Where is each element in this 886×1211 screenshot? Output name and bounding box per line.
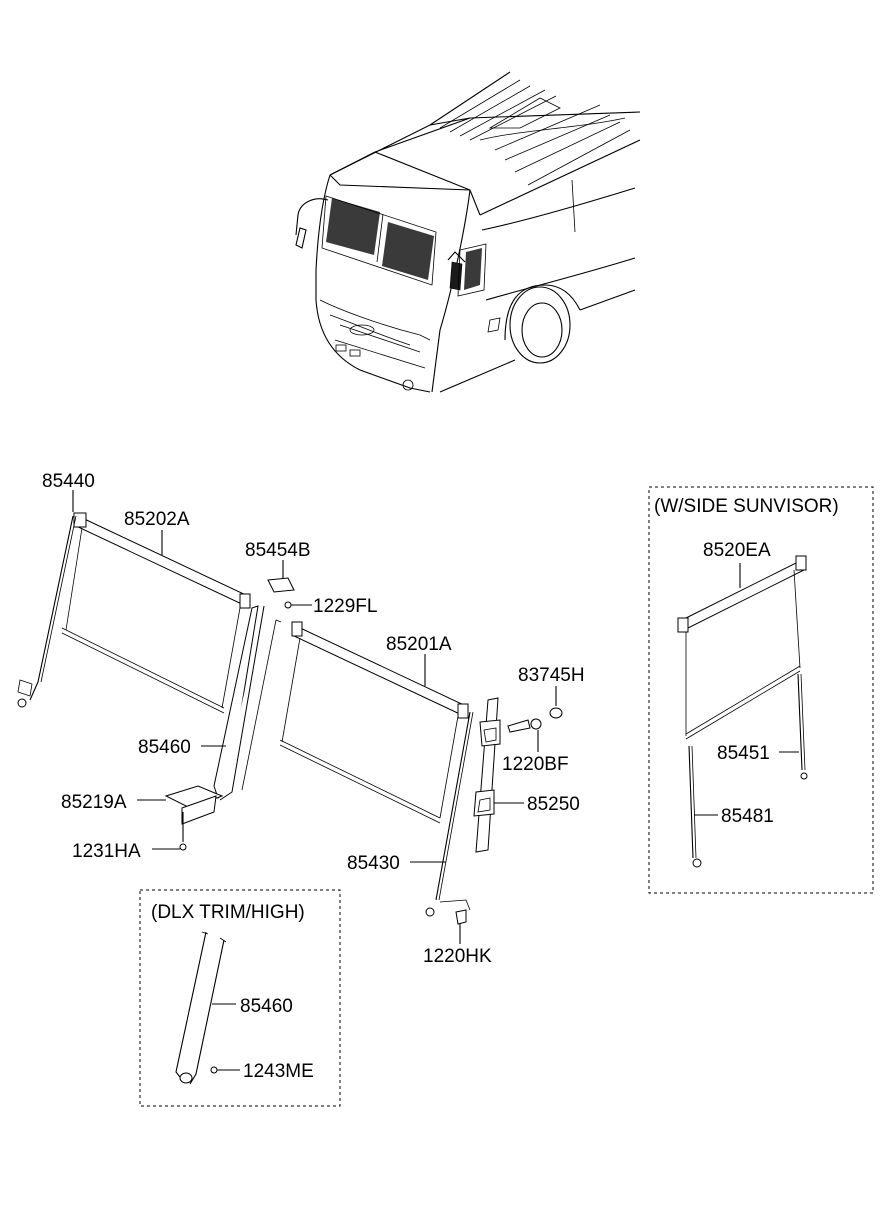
label-85219A: 85219A (61, 792, 127, 813)
label-1229FL: 1229FL (313, 596, 377, 617)
sunscreen-left-assembly (17, 490, 251, 714)
label-85202A: 85202A (124, 509, 190, 530)
label-1220BF: 1220BF (502, 754, 569, 775)
dlx-trim-assembly (175, 931, 240, 1085)
bracket-85219A (137, 785, 224, 851)
label-85250: 85250 (527, 794, 580, 815)
label-83745H: 83745H (518, 665, 585, 686)
label-8520EA: 8520EA (703, 540, 771, 561)
dlx-trim-title: (DLX TRIM/HIGH) (151, 902, 305, 923)
label-1243ME: 1243ME (243, 1061, 314, 1082)
side-sunvisor-box (648, 486, 874, 894)
label-85440: 85440 (42, 471, 95, 492)
label-85460: 85460 (138, 737, 191, 758)
sunscreen-right-assembly (279, 621, 474, 944)
label-85481: 85481 (721, 806, 774, 827)
dlx-trim-box (139, 889, 341, 1107)
label-85454B: 85454B (245, 540, 311, 561)
windshield-screen-left (326, 198, 380, 255)
clip-85454B (267, 560, 312, 609)
bus-illustration (295, 71, 641, 393)
side-sunvisor-title: (W/SIDE SUNVISOR) (654, 496, 839, 517)
side-sunvisor-assembly (677, 555, 808, 868)
label-85201A: 85201A (386, 634, 452, 655)
label-85451: 85451 (717, 743, 770, 764)
label-85460-dlx: 85460 (240, 996, 293, 1017)
side-trim-85460 (201, 605, 282, 801)
bracket-85250 (473, 686, 563, 853)
label-1231HA: 1231HA (72, 841, 141, 862)
label-1220HK: 1220HK (423, 946, 492, 967)
label-85430: 85430 (347, 853, 400, 874)
windshield-screen-right (382, 222, 434, 280)
